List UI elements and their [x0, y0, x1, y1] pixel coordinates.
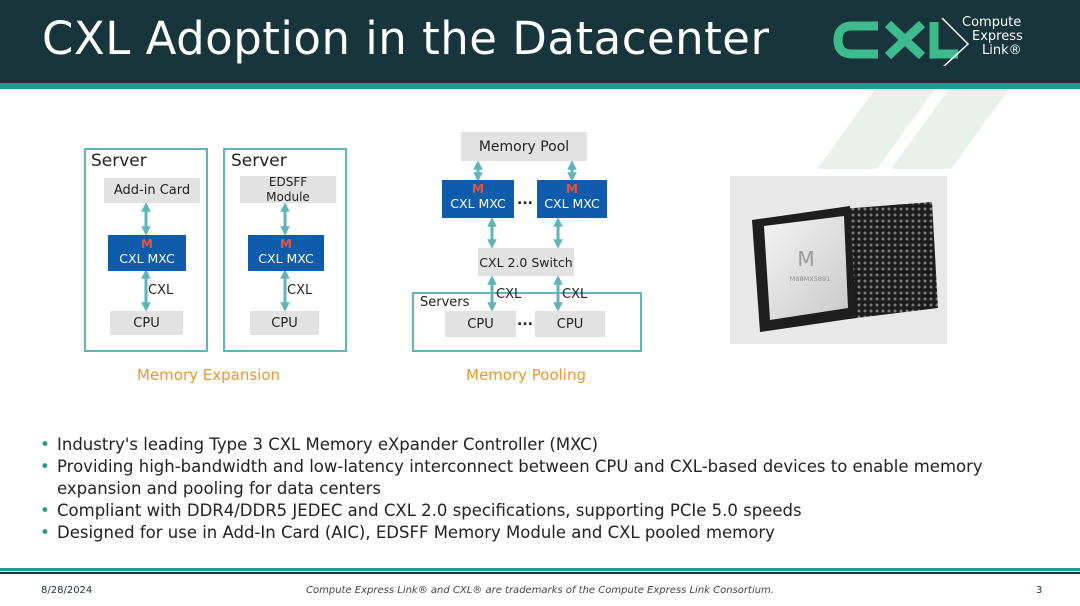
server-box-left: [84, 148, 208, 352]
edsff-module-box: EDSFF Module: [240, 174, 336, 204]
mxc-logo-icon: M: [566, 182, 578, 196]
cpu-box-left: CPU: [445, 311, 516, 337]
bullet-item: Industry's leading Type 3 CXL Memory eXp…: [40, 434, 1040, 456]
chip-lid: [764, 216, 848, 320]
bullet-list: Industry's leading Type 3 CXL Memory eXp…: [40, 434, 1040, 544]
mxc-logo-icon: M: [472, 182, 484, 196]
ellipsis: ...: [517, 192, 533, 208]
chip-label: CXL MXC: [544, 196, 600, 211]
link-label-left: CXL: [496, 287, 522, 302]
chip-logo-icon: M: [797, 247, 814, 271]
cxl-logo: [833, 17, 970, 66]
footer-date: 8/28/2024: [41, 585, 93, 596]
logo-text-line2: Express: [972, 29, 1023, 44]
bullet-item: Designed for use in Add-In Card (AIC), E…: [40, 522, 1040, 544]
chip-label: CXL MXC: [258, 251, 314, 266]
servers-box: [412, 292, 642, 352]
caption-memory-pooling: Memory Pooling: [466, 366, 586, 384]
chip-label: CXL MXC: [450, 196, 506, 211]
header-accent-line: [0, 83, 1080, 89]
link-label: CXL: [287, 283, 313, 298]
chip-marking: M88MX5891: [790, 275, 830, 283]
footer-line: [0, 568, 1080, 571]
page-title: CXL Adoption in the Datacenter: [42, 12, 770, 65]
cpu-box: CPU: [110, 311, 183, 335]
server-label: Server: [231, 151, 287, 171]
mxc-logo-icon: M: [141, 237, 153, 251]
server-label: Server: [91, 151, 147, 171]
cxl-mxc-chip: M CXL MXC: [248, 235, 324, 271]
chip-photo: M M88MX5891: [730, 176, 947, 344]
link-label: CXL: [148, 283, 174, 298]
caption-memory-expansion: Memory Expansion: [137, 366, 281, 384]
mxc-logo-icon: M: [280, 237, 292, 251]
server-box-right: [223, 148, 347, 352]
bullet-item: Compliant with DDR4/DDR5 JEDEC and CXL 2…: [40, 500, 1040, 522]
chip-illustration: M M88MX5891: [752, 202, 938, 332]
cxl-mxc-chip: M CXL MXC: [108, 235, 186, 271]
link-label-right: CXL: [562, 287, 588, 302]
chip-back-bga: [828, 202, 938, 320]
cpu-box-right: CPU: [535, 311, 605, 337]
chip-label: CXL MXC: [119, 251, 175, 266]
page-number: 3: [1036, 585, 1043, 596]
add-in-card-box: Add-in Card: [104, 178, 200, 203]
logo-text-line3: Link®: [982, 43, 1022, 58]
edsff-line2: Module: [266, 189, 310, 204]
logo-text-line1: Compute: [962, 15, 1022, 30]
servers-label: Servers: [420, 295, 470, 310]
memory-pool-box: Memory Pool: [461, 132, 587, 161]
bullet-item: Providing high-bandwidth and low-latency…: [40, 456, 1040, 500]
logo-text: Compute Express Link®: [962, 16, 1023, 58]
cxl-mxc-chip-right: M CXL MXC: [537, 180, 607, 218]
cxl-switch-box: CXL 2.0 Switch: [478, 248, 574, 276]
footer-line: [0, 572, 1080, 574]
cxl-mxc-chip-left: M CXL MXC: [442, 180, 514, 218]
cpu-box: CPU: [250, 311, 319, 335]
ellipsis: ...: [517, 313, 533, 329]
edsff-line1: EDSFF: [268, 174, 308, 189]
footer-trademark: Compute Express Link® and CXL® are trade…: [306, 585, 774, 596]
